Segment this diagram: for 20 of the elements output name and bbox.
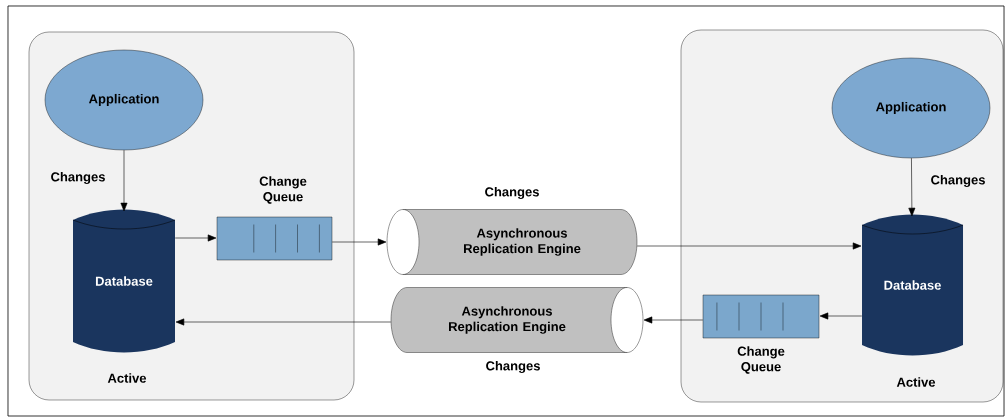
arrow — [331, 238, 387, 246]
database-cylinder: Database — [861, 214, 964, 356]
node-label: Changes — [486, 360, 540, 374]
queue: Change Queue — [702, 294, 820, 374]
arrow — [819, 312, 863, 320]
engine-cylinder: Asynchronous Replication Engine — [386, 209, 638, 275]
database-cylinder: Database — [72, 209, 176, 353]
arrow — [120, 149, 128, 212]
node-label: Change Queue — [259, 176, 307, 204]
arrow — [643, 316, 704, 324]
arrow — [175, 318, 392, 326]
arrow — [908, 157, 916, 217]
arrow — [636, 242, 862, 250]
node-label: Change Queue — [737, 346, 785, 374]
queue: Change Queue — [216, 176, 333, 261]
edge-label: Changes — [51, 171, 105, 185]
arrow — [174, 234, 217, 242]
node-label: Changes — [485, 186, 539, 200]
edge-label: Changes — [931, 174, 985, 188]
engine-cylinder: Asynchronous Replication Engine — [390, 287, 644, 353]
